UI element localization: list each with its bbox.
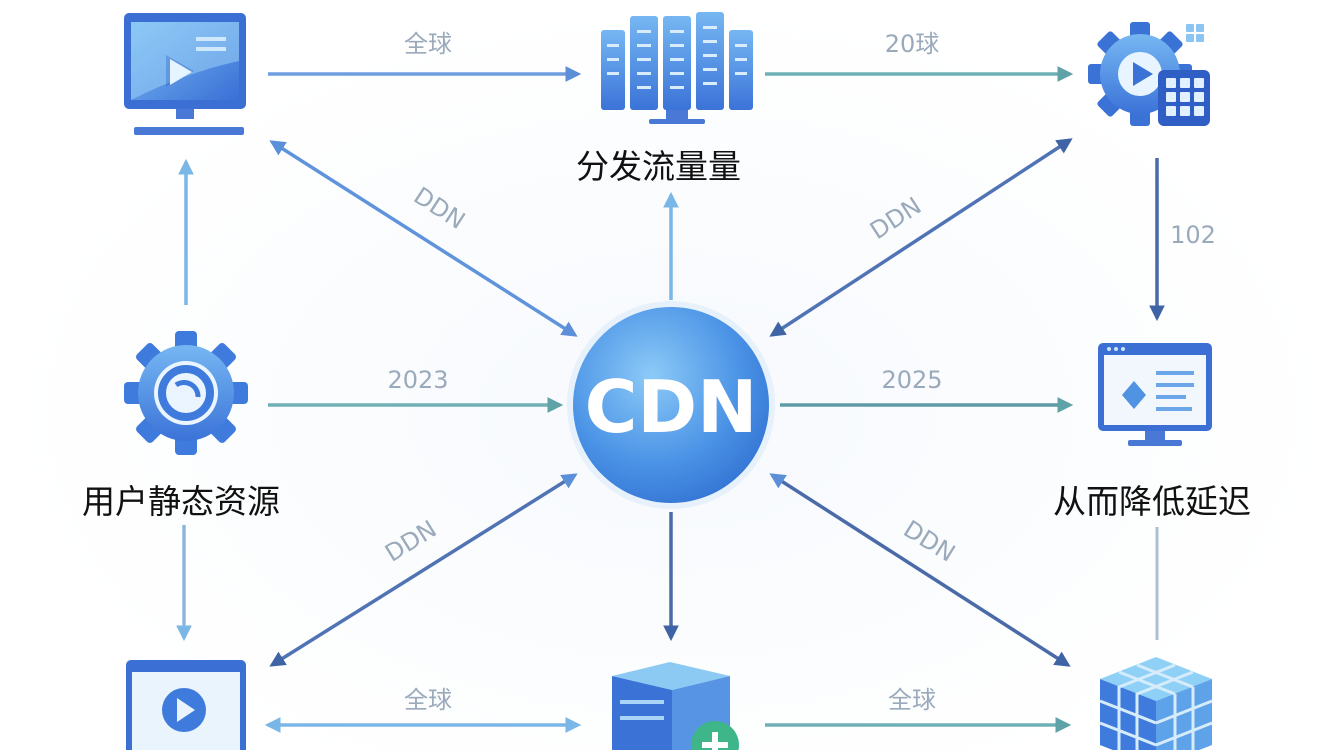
edge-label-bottom-left: 全球 [404,686,452,714]
edge-label-diag-bottom-right: DDN [899,515,960,568]
edge-label-mid-right: 2025 [881,366,942,394]
arrow-hub-bottom-right [769,473,1071,667]
arrow-hub-bottom-left [269,473,578,667]
server-plus-icon [612,662,739,750]
node-label-mid-right: 从而降低延迟 [1053,482,1251,521]
edge-label-right-vertical: 102 [1170,221,1216,249]
monitor-document-icon [1098,343,1212,446]
server-rack-icon [601,12,753,124]
gear-icon [124,331,248,455]
hub-label: CDN [585,365,758,449]
arrow-hub-top-right [769,138,1073,337]
monitor-play-icon [124,13,246,135]
edge-label-top-left: 全球 [404,30,452,58]
node-label-mid-left: 用户静态资源 [82,482,280,521]
edge-label-diag-top-left: DDN [409,182,470,235]
edge-label-mid-left: 2023 [387,366,448,394]
video-window-icon [126,660,246,750]
cdn-hub: CDN [567,301,775,509]
arrow-hub-top-left [269,140,578,337]
edge-label-bottom-right: 全球 [888,686,936,714]
edge-label-diag-top-right: DDN [865,192,926,245]
cube-icon [1099,657,1213,750]
edge-label-diag-bottom-left: DDN [380,515,441,568]
edge-label-top-right: 20球 [885,30,940,58]
edges [176,66,1165,733]
node-label-top-center: 分发流量量 [576,147,741,186]
edge-labels: 全球 20球 DDN DDN 102 2023 2025 DDN DDN 全球 … [380,30,1216,714]
gear-grid-icon [1088,22,1210,126]
